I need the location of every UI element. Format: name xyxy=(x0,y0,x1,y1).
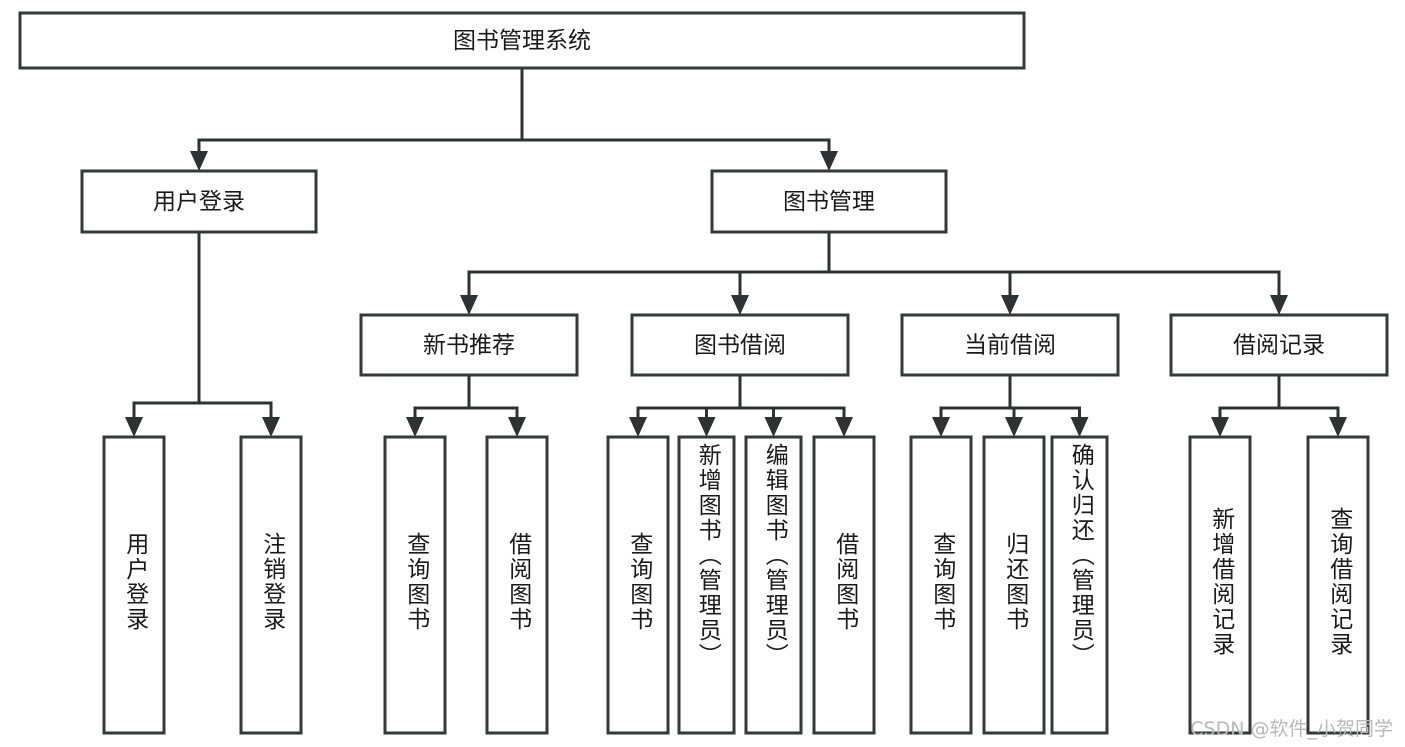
connector-lines xyxy=(125,66,1347,437)
node-root[interactable]: 图书管理系统 xyxy=(18,11,1026,70)
node-border xyxy=(383,435,447,735)
node-current-borrow[interactable]: 当前借阅 xyxy=(900,313,1120,377)
arrow-head-icon xyxy=(1329,417,1347,437)
node-border xyxy=(1169,313,1389,377)
node-border xyxy=(80,169,318,234)
node-leaf-query-book-3[interactable] xyxy=(909,435,973,735)
node-label: 当前借阅 xyxy=(964,333,1056,359)
node-label: 新书推荐 xyxy=(423,333,515,359)
node-leaf-borrow-book-2[interactable] xyxy=(812,435,876,735)
node-border xyxy=(630,313,850,377)
node-border xyxy=(900,313,1120,377)
arrow-head-icon xyxy=(125,417,143,437)
node-borrow-record[interactable]: 借阅记录 xyxy=(1169,313,1389,377)
node-border xyxy=(239,435,303,735)
arrow-head-icon xyxy=(262,417,280,437)
node-leaf-confirm-return[interactable] xyxy=(1050,435,1109,735)
node-leaf-logout-login[interactable] xyxy=(239,435,303,735)
arrow-head-icon xyxy=(460,295,478,315)
node-border xyxy=(812,435,876,735)
node-leaf-user-login[interactable] xyxy=(102,435,166,735)
arrow-head-icon xyxy=(697,417,716,437)
arrow-head-icon xyxy=(629,417,647,437)
node-leaf-add-book[interactable] xyxy=(677,435,736,735)
arrow-head-icon xyxy=(764,417,783,437)
node-label: 图书管理系统 xyxy=(453,28,591,54)
node-user-login[interactable]: 用户登录 xyxy=(80,169,318,234)
arrow-head-icon xyxy=(835,417,853,437)
arrow-head-icon xyxy=(1270,295,1288,315)
node-border xyxy=(359,313,579,377)
node-border xyxy=(18,11,1026,70)
node-leaf-query-book-2[interactable] xyxy=(606,435,670,735)
arrow-head-icon xyxy=(1070,417,1089,437)
node-label: 借阅记录 xyxy=(1233,333,1325,359)
node-label: 图书管理 xyxy=(783,189,875,215)
arrow-head-icon xyxy=(1005,417,1023,437)
node-border xyxy=(102,435,166,735)
node-book-borrow[interactable]: 图书借阅 xyxy=(630,313,850,377)
node-label: 用户登录 xyxy=(153,189,245,215)
node-border xyxy=(606,435,670,735)
node-border xyxy=(710,169,948,234)
node-border xyxy=(1050,435,1109,735)
arrow-head-icon xyxy=(406,417,424,437)
node-label: 图书借阅 xyxy=(694,333,786,359)
node-leaf-query-record[interactable] xyxy=(1306,435,1370,735)
node-border xyxy=(909,435,973,735)
node-border xyxy=(677,435,736,735)
arrow-head-icon xyxy=(190,151,208,171)
node-border xyxy=(1188,435,1252,735)
node-border xyxy=(485,435,549,735)
arrow-head-icon xyxy=(820,151,838,171)
node-leaf-return-book[interactable] xyxy=(982,435,1046,735)
node-border xyxy=(1306,435,1370,735)
node-leaf-edit-book[interactable] xyxy=(744,435,803,735)
arrow-head-icon xyxy=(1211,417,1229,437)
node-leaf-borrow-book-1[interactable] xyxy=(485,435,549,735)
node-leaf-query-book-1[interactable] xyxy=(383,435,447,735)
arrow-head-icon xyxy=(508,417,526,437)
arrow-head-icon xyxy=(932,417,950,437)
watermark-text: CSDN @软件_小贺同学 xyxy=(1190,718,1393,740)
node-border xyxy=(982,435,1046,735)
node-leaf-add-record[interactable] xyxy=(1188,435,1252,735)
arrow-head-icon xyxy=(1001,295,1019,315)
node-border xyxy=(744,435,803,735)
node-new-book-recommend[interactable]: 新书推荐 xyxy=(359,313,579,377)
arrow-head-icon xyxy=(731,295,749,315)
node-book-manage[interactable]: 图书管理 xyxy=(710,169,948,234)
